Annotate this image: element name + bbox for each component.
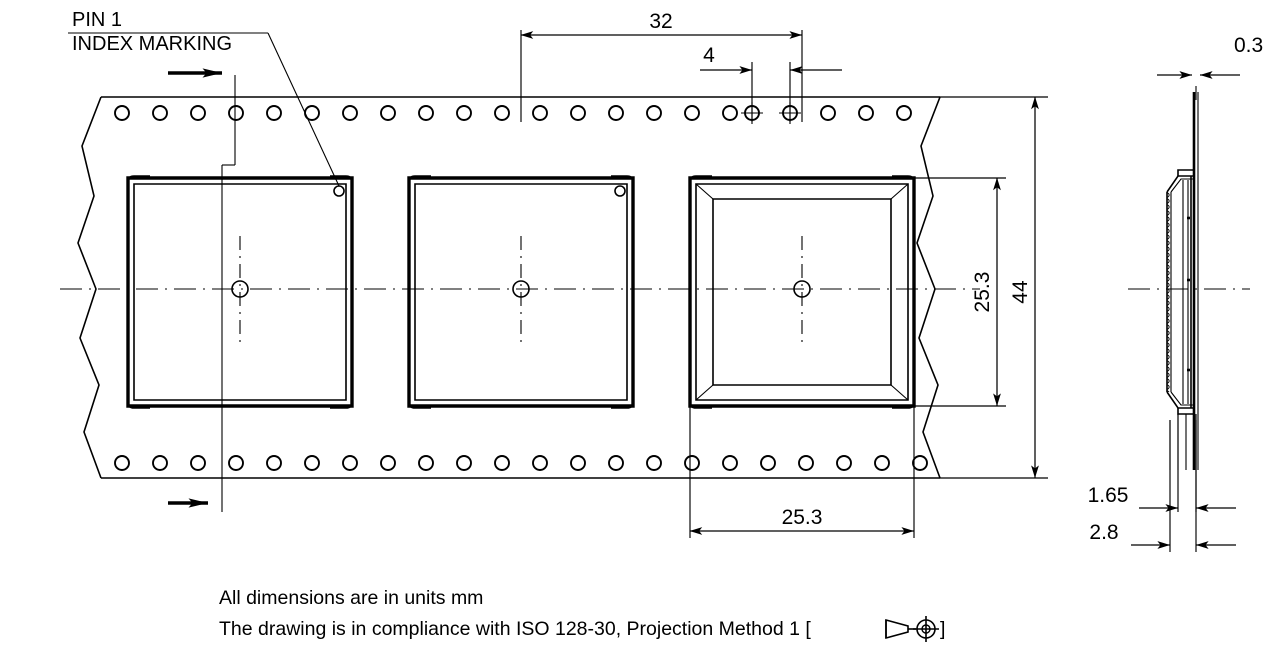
pocket-2-corner-brackets (408, 175, 634, 409)
pin1-index-dot-pocket-2 (614, 185, 626, 197)
dimension-pocket-height: 25.3 (914, 177, 1006, 407)
pocket-3-corner-brackets (689, 175, 915, 409)
dimension-pocket-width: 25.3 (689, 406, 915, 538)
note-iso-compliance: The drawing is in compliance with ISO 12… (219, 618, 811, 640)
dimension-value-25-3-vertical: 25.3 (971, 272, 994, 313)
first-angle-projection-symbol (885, 616, 939, 642)
pin1-leader-line (267, 32, 340, 187)
dimension-sprocket-pitch: 4 (700, 44, 842, 122)
note-units: All dimensions are in units mm (219, 587, 483, 609)
carrier-wall-bead-texture (1167, 192, 1172, 392)
dimension-tape-width: 44 (940, 96, 1048, 479)
pin1-label-line2: INDEX MARKING (72, 33, 232, 55)
pocket-1 (126, 175, 354, 409)
dimension-value-32: 32 (649, 10, 672, 33)
dimension-cover-thickness: 0.3 (1157, 34, 1263, 79)
note-iso-bracket-close: ] (940, 618, 945, 640)
pin1-label-line1: PIN 1 (72, 9, 122, 31)
dimension-value-44: 44 (1009, 280, 1032, 304)
sprocket-hole-row-bottom (114, 455, 928, 471)
dimension-value-1-65: 1.65 (1088, 484, 1129, 507)
dimension-pitch-major: 32 (520, 10, 803, 122)
feed-direction-annotation (168, 68, 236, 512)
pocket-2 (407, 175, 635, 409)
break-line-left (77, 96, 102, 479)
pin1-index-marking-annotation: PIN 1 INDEX MARKING (68, 9, 340, 187)
dimension-pocket-depth: 1.65 (1088, 414, 1236, 512)
dimension-value-25-3-horizontal: 25.3 (782, 506, 823, 529)
dimension-value-4: 4 (703, 44, 715, 67)
dimension-tape-thickness: 2.8 (1089, 420, 1236, 552)
pocket-1-corner-brackets (127, 175, 353, 409)
drawing-notes: All dimensions are in units mm The drawi… (219, 587, 945, 642)
dimension-value-2-8: 2.8 (1089, 521, 1118, 544)
carrier-tape-plan-view (60, 96, 980, 479)
dimension-value-0-3: 0.3 (1234, 34, 1263, 57)
